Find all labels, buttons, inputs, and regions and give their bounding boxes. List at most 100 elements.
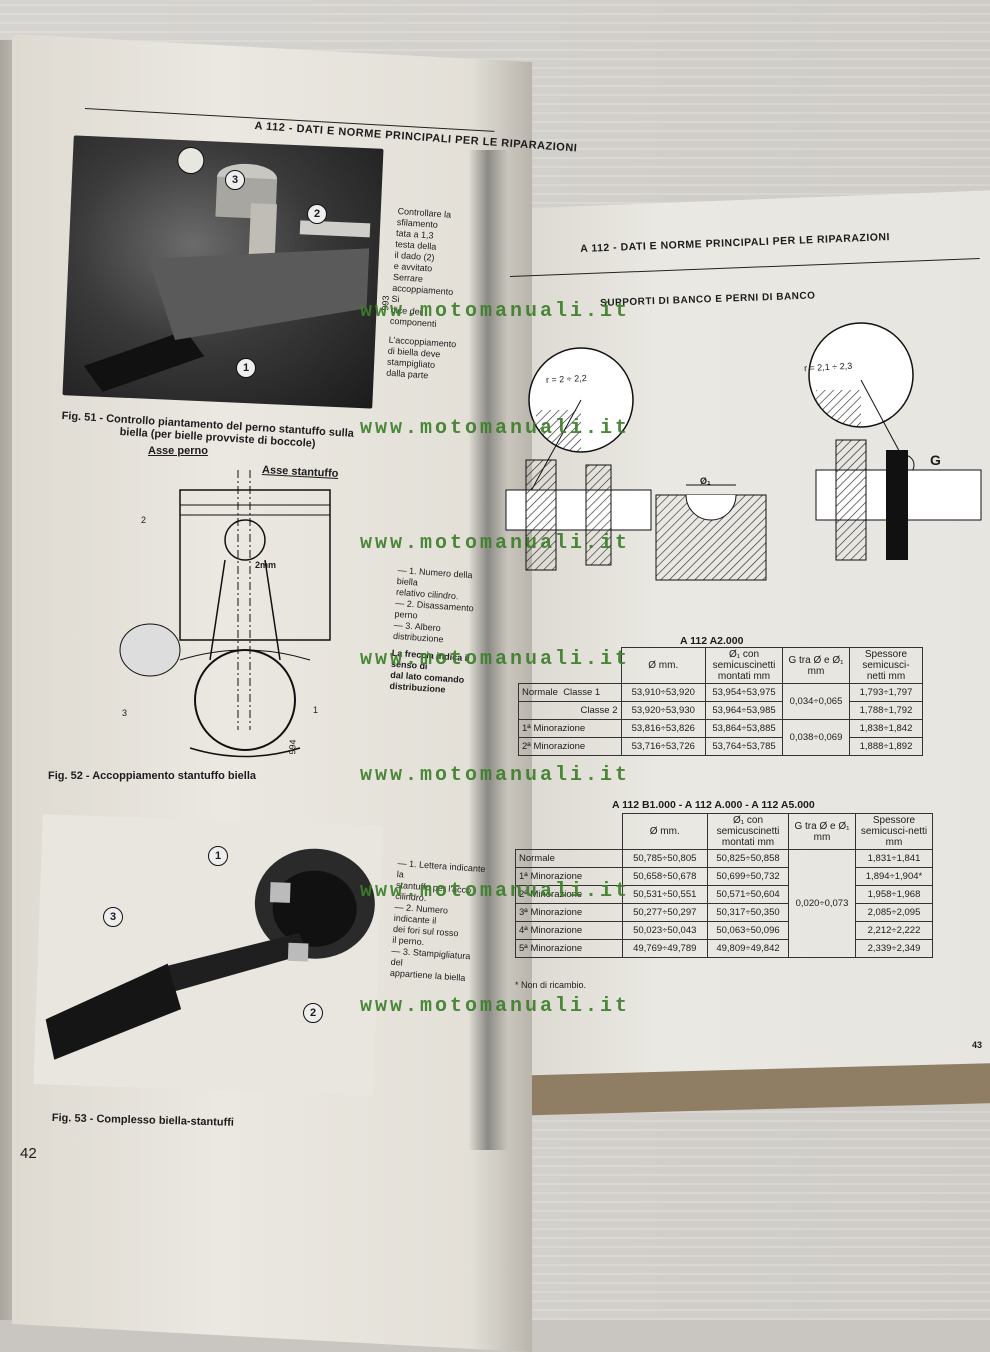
left-side-text: Controllare la sfilamento tata a 1,3 tes… — [386, 206, 478, 384]
table-row: 2ª Minorazione 50,531÷50,551 50,571÷50,6… — [515, 885, 933, 904]
cell-d1: 49,809÷49,842 — [707, 939, 789, 958]
table-row: Classe 2 53,920÷53,930 53,964÷53,985 1,7… — [518, 701, 923, 720]
cell-g: 0,020÷0,073 — [788, 849, 856, 958]
cell-d: 53,716÷53,726 — [620, 737, 706, 756]
watermark-text: www.motomanuali.it — [360, 532, 631, 555]
cell-s: 1,788÷1,792 — [849, 701, 923, 720]
table-row: Normale Classe 1 53,910÷53,920 53,954÷53… — [518, 683, 923, 720]
cell-d1: 53,954÷53,975 — [705, 683, 783, 702]
cell-s: 1,838÷1,842 — [849, 719, 923, 738]
row-group: 3ª Minorazione — [515, 903, 623, 922]
cell-s: 2,085÷2,095 — [855, 903, 933, 922]
fig52-callout-1: 1 — [313, 705, 319, 715]
cell-d1: 50,699÷50,732 — [707, 867, 789, 886]
table2-footnote: * Non di ricambio. — [515, 980, 587, 990]
cell-d1: 53,764÷53,785 — [705, 737, 783, 756]
watermark-text: www.motomanuali.it — [360, 648, 631, 671]
fig52-callout-2: 2 — [141, 515, 147, 525]
watermark-text: www.motomanuali.it — [360, 417, 631, 440]
fig51-callout-2: 2 — [307, 204, 327, 224]
fig51-callout-3: 3 — [225, 170, 245, 190]
cell-s: 1,888÷1,892 — [849, 737, 923, 756]
table1-col-s: Spessore semicusci-netti mm — [849, 647, 923, 684]
cell-d1: 50,825÷50,858 — [707, 849, 789, 868]
table1: Ø mm. Ø₁ con semicuscinetti montati mm G… — [518, 647, 923, 756]
fig51-callout-1: 1 — [236, 358, 256, 378]
table-row: 3ª Minorazione 50,277÷50,297 50,317÷50,3… — [515, 903, 933, 922]
watermark-text: www.motomanuali.it — [360, 764, 631, 787]
table-row: 4ª Minorazione 50,023÷50,043 50,063÷50,0… — [515, 921, 933, 940]
cell-s: 1,793÷1,797 — [849, 683, 923, 702]
fig52-caption: Fig. 52 - Accoppiamento stantuffo biella — [48, 770, 257, 782]
table2-col-d: Ø mm. — [621, 813, 708, 850]
table2-header-row: Ø mm. Ø₁ con semicuscinetti montati mm G… — [515, 813, 933, 850]
cell-g: 0,038÷0,069 — [782, 719, 850, 756]
label-asse-perno: Asse perno — [148, 445, 208, 457]
cell-d: 50,023÷50,043 — [621, 921, 708, 940]
cell-s: 1,958÷1,968 — [855, 885, 933, 904]
crankshaft-diagram — [505, 322, 982, 581]
row-group: Normale — [515, 849, 623, 868]
fig52-code: 994 — [287, 739, 298, 755]
cell-d: 50,658÷50,678 — [621, 867, 708, 886]
fig51-photo — [62, 135, 384, 409]
cell-d: 49,769÷49,789 — [621, 939, 708, 958]
cell-s: 2,212÷2,222 — [855, 921, 933, 940]
table2-col-d1: Ø₁ con semicuscinetti montati mm — [707, 813, 789, 850]
watermark-text: www.motomanuali.it — [360, 995, 631, 1018]
watermark-text: www.motomanuali.it — [360, 880, 631, 903]
fig52-legend: — 1. Numero della biella relativo cilind… — [389, 565, 486, 698]
table2-col-g: G tra Ø e Ø₁ mm — [788, 813, 856, 850]
fig52-callout-3: 3 — [122, 708, 128, 718]
table1-col-d: Ø mm. — [620, 647, 706, 684]
table-row: 1ª Minorazione 53,816÷53,826 53,864÷53,8… — [518, 719, 923, 756]
fig51-vise-drawing — [83, 146, 371, 392]
table2: Ø mm. Ø₁ con semicuscinetti montati mm G… — [515, 813, 933, 958]
table-row: Normale 50,785÷50,805 50,825÷50,858 0,02… — [515, 849, 933, 958]
g-label: G — [930, 452, 941, 468]
cell-d: 53,920÷53,930 — [620, 701, 706, 720]
table1-col-d1: Ø₁ con semicuscinetti montati mm — [705, 647, 783, 684]
cell-d1: 50,571÷50,604 — [707, 885, 789, 904]
cell-d1: 53,864÷53,885 — [705, 719, 783, 738]
cell-d: 53,816÷53,826 — [620, 719, 706, 738]
table-row: 5ª Minorazione 49,769÷49,789 49,809÷49,8… — [515, 939, 933, 958]
cell-s: 2,339÷2,349 — [855, 939, 933, 958]
book-gutter-shadow — [468, 150, 508, 1150]
row-group: 4ª Minorazione — [515, 921, 623, 940]
row-group: 1ª Minorazione — [518, 719, 622, 738]
row-group: Normale — [522, 687, 558, 698]
row-group: 5ª Minorazione — [515, 939, 623, 958]
cell-d: 53,910÷53,920 — [620, 683, 706, 702]
fig53-legend: — 1. Lettera indicante la stantuffo per … — [390, 858, 488, 985]
row-group: 2ª Minorazione — [518, 737, 622, 756]
cell-s: 1,894÷1,904* — [855, 867, 933, 886]
table1-col-g: G tra Ø e Ø₁ mm — [782, 647, 850, 684]
cell-d1: 53,964÷53,985 — [705, 701, 783, 720]
table-row: 2ª Minorazione 53,716÷53,726 53,764÷53,7… — [518, 737, 923, 756]
cell-d1: 50,063÷50,096 — [707, 921, 789, 940]
row-sub: Classe 1 — [563, 687, 601, 698]
left-page-number: 42 — [20, 1145, 37, 1162]
table2-title: A 112 B1.000 - A 112 A.000 - A 112 A5.00… — [612, 799, 815, 811]
cell-d: 50,531÷50,551 — [621, 885, 708, 904]
table2-col-s: Spessore semicusci-netti mm — [855, 813, 933, 850]
table1-title: A 112 A2.000 — [680, 635, 744, 647]
cell-d1: 50,317÷50,350 — [707, 903, 789, 922]
row-sub: Classe 2 — [518, 701, 622, 720]
fig52-offset-label: 2mm — [255, 560, 277, 570]
cell-g: 0,034÷0,065 — [782, 683, 850, 720]
fig53-photo — [33, 814, 383, 1096]
table1-header-row: Ø mm. Ø₁ con semicuscinetti montati mm G… — [518, 647, 923, 684]
cell-d: 50,785÷50,805 — [621, 849, 708, 868]
table2-corner — [515, 813, 623, 850]
cell-d: 50,277÷50,297 — [621, 903, 708, 922]
fig53-conrod-drawing — [45, 848, 375, 1060]
fig53-callout-2: 2 — [303, 1003, 323, 1023]
radius-left-label: r = 2 ÷ 2,2 — [545, 372, 587, 386]
fig53-callout-1: 1 — [208, 846, 228, 866]
fig52-piston-drawing — [119, 470, 331, 758]
watermark-text: www.motomanuali.it — [360, 300, 631, 323]
cell-s: 1,831÷1,841 — [855, 849, 933, 868]
right-page-number: 43 — [972, 1040, 983, 1050]
